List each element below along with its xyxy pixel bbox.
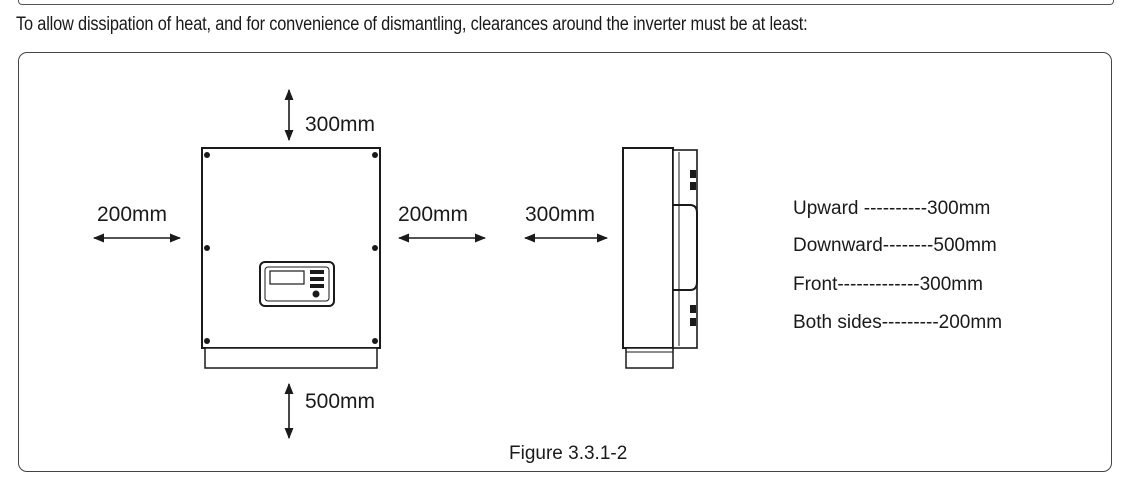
intro-paragraph: To allow dissipation of heat, and for co… [16,14,808,35]
screw-icon [204,245,210,251]
screw-icon [204,338,210,344]
legend-item-front: Front-------------300mm [793,274,983,295]
display-panel-icon [259,261,335,307]
screw-icon [204,152,210,158]
figure-caption: Figure 3.3.1-2 [509,443,627,464]
bottom-clearance-label: 500mm [305,390,375,413]
inverter-side-view [622,147,698,369]
screw-icon [372,245,378,251]
top-clearance-label: 300mm [305,113,375,136]
inverter-front-view [201,147,381,369]
legend-item-upward: Upward ----------300mm [793,198,990,219]
figure-frame [18,52,1112,472]
legend-item-downward: Downward--------500mm [793,235,997,256]
screw-icon [372,152,378,158]
clearance-legend: Upward ----------300mm Downward--------5… [793,198,1002,333]
right-clearance-label: 200mm [398,203,468,226]
left-clearance-label: 200mm [97,203,167,226]
screw-icon [372,338,378,344]
legend-item-both-sides: Both sides---------200mm [793,312,1002,333]
front-clearance-label: 300mm [525,203,595,226]
top-section-rule [18,0,1114,5]
